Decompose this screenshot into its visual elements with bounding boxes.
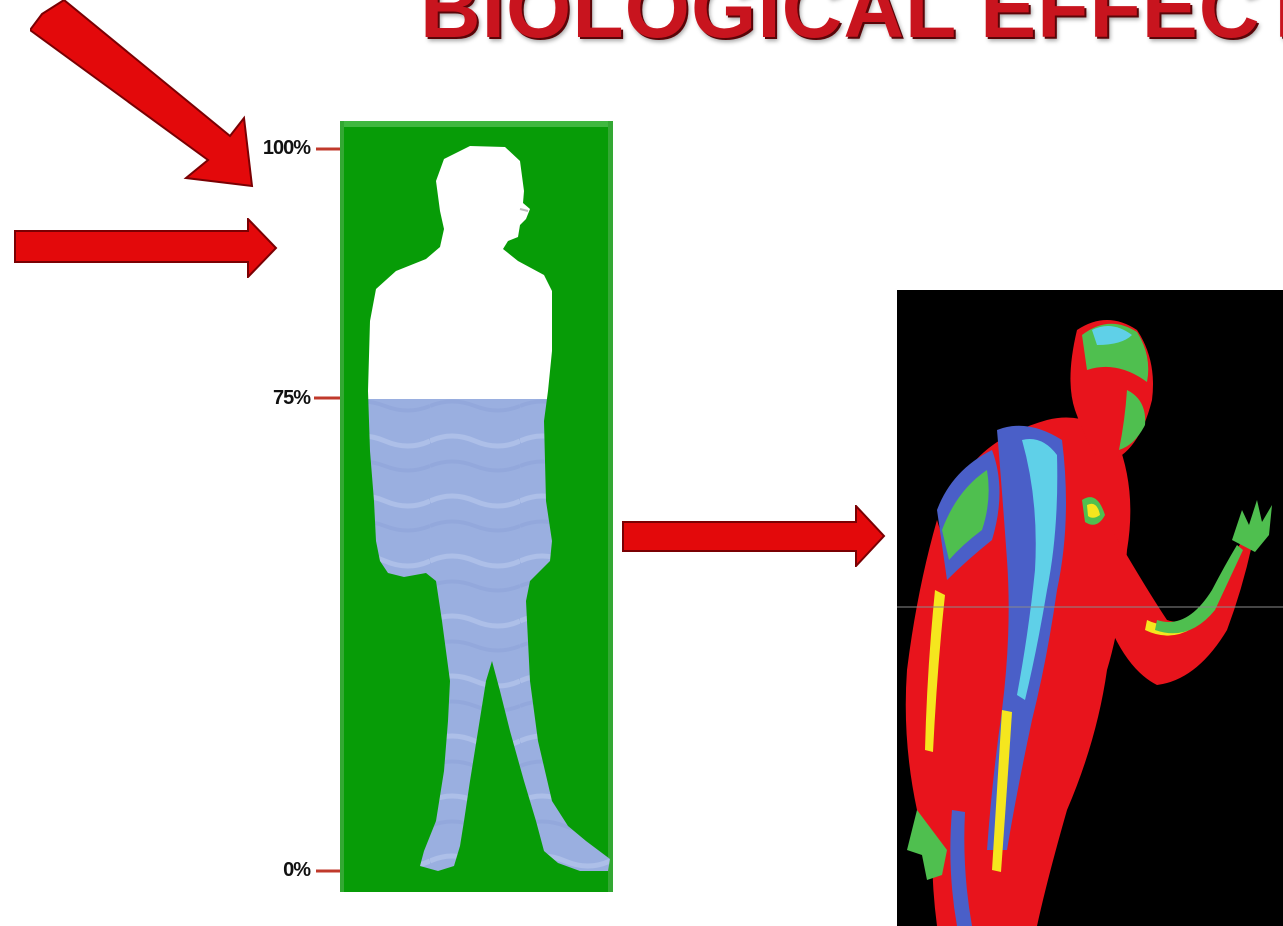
arrow-right-icon: [622, 505, 886, 567]
label-100-percent: 100%: [240, 137, 310, 160]
panel-edge-top: [340, 121, 613, 127]
label-75-percent: 75%: [240, 387, 310, 410]
thermal-body-image: [897, 290, 1283, 926]
water-percentage-figure: [340, 121, 613, 892]
panel-edge-left: [340, 121, 344, 892]
arrow-right-icon: [14, 218, 278, 278]
arrow-diagonal-down-right-icon: [30, 0, 270, 200]
slide-title: BIOLOGICAL EFFECT: [420, 0, 1283, 50]
panel-edge-right: [608, 121, 613, 892]
label-0-percent: 0%: [240, 859, 310, 882]
